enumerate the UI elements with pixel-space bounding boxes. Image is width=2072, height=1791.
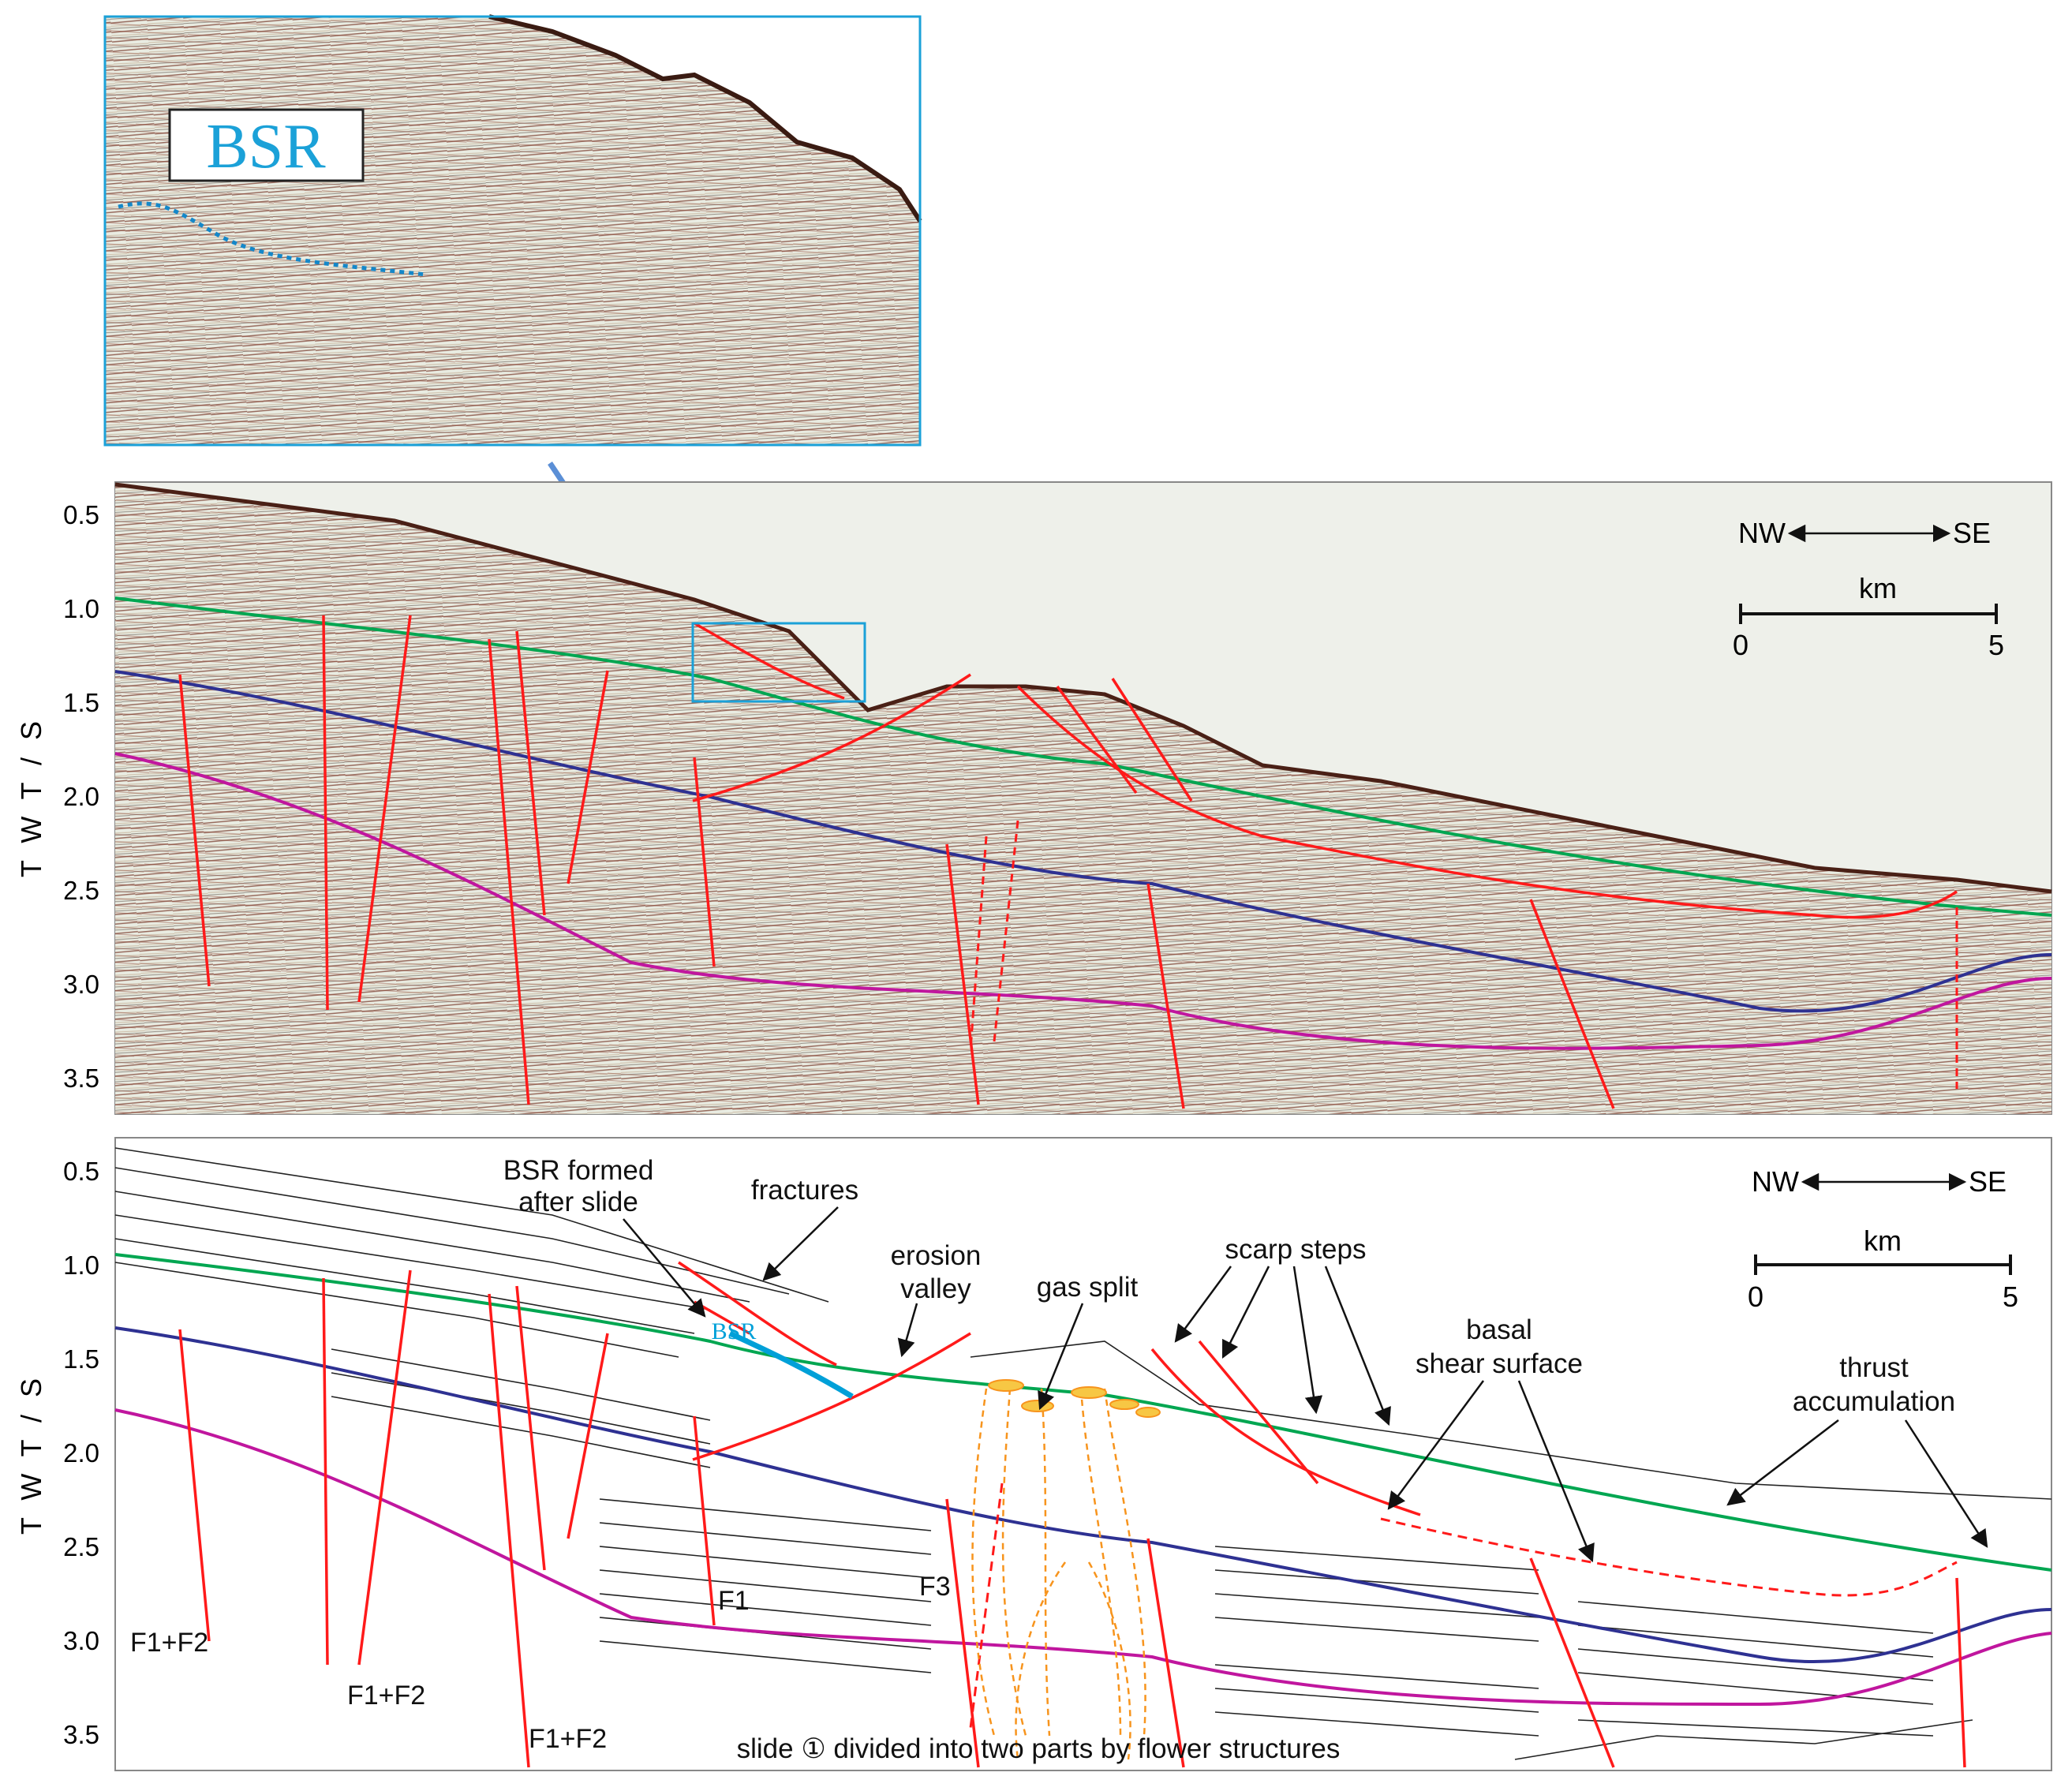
scale-unit: km bbox=[1859, 572, 1897, 604]
interp-scale-end: 5 bbox=[2003, 1281, 2018, 1313]
interp-tick: 0.5 bbox=[63, 1157, 99, 1186]
fault-labels: F1 F3 F1+F2 F1+F2 F1+F2 bbox=[130, 1572, 951, 1754]
bsr-line-interp bbox=[728, 1330, 854, 1400]
annotation-pointers bbox=[623, 1206, 1988, 1563]
direction-nw: NW bbox=[1738, 517, 1786, 549]
scale-start: 0 bbox=[1733, 629, 1748, 661]
basal-shear-surface bbox=[969, 1483, 1958, 1729]
interp-direction-indicator: NW SE bbox=[1752, 1165, 2007, 1198]
interpretation-panel: T W T / S 0.5 1.0 1.5 2.0 2.5 3.0 3.5 NW… bbox=[15, 1137, 2052, 1771]
annot-erosion-2: valley bbox=[900, 1273, 971, 1304]
seismic-tick: 2.5 bbox=[63, 876, 99, 905]
direction-se: SE bbox=[1953, 517, 1991, 549]
scale-end: 5 bbox=[1988, 629, 2004, 661]
magenta-horizon bbox=[114, 752, 2052, 1050]
seismic-y-axis: T W T / S 0.5 1.0 1.5 2.0 2.5 3.0 3.5 bbox=[15, 500, 99, 1093]
annot-bsr-small: BSR bbox=[712, 1318, 757, 1344]
annot-thrust-2: accumulation bbox=[1793, 1386, 1955, 1417]
seismic-scale-bar: km 0 5 bbox=[1733, 572, 2004, 661]
interpretation-y-axis: T W T / S 0.5 1.0 1.5 2.0 2.5 3.0 3.5 bbox=[15, 1157, 99, 1749]
inset-frame bbox=[103, 15, 922, 447]
seismic-y-label: T W T / S bbox=[15, 716, 47, 877]
blue-horizon bbox=[114, 670, 2052, 1013]
annot-basal-2: shear surface bbox=[1416, 1348, 1583, 1379]
interp-tick: 1.0 bbox=[63, 1251, 99, 1280]
fault-label-f1f2: F1+F2 bbox=[130, 1628, 208, 1658]
inset-seafloor bbox=[488, 14, 922, 222]
interp-y-label: T W T / S bbox=[15, 1374, 47, 1535]
interp-direction-se: SE bbox=[1969, 1165, 2007, 1198]
seismic-tick: 2.0 bbox=[63, 782, 99, 811]
interp-scale-start: 0 bbox=[1748, 1281, 1763, 1313]
interp-tick: 3.5 bbox=[63, 1720, 99, 1749]
interpretation-frame bbox=[114, 1137, 2052, 1771]
interp-tick: 3.0 bbox=[63, 1626, 99, 1655]
interp-tick: 1.5 bbox=[63, 1344, 99, 1374]
green-horizon bbox=[114, 596, 2052, 917]
seismic-tick: 1.0 bbox=[63, 594, 99, 623]
green-horizon-interp bbox=[114, 1253, 2052, 1572]
annot-basal-1: basal bbox=[1466, 1314, 1532, 1345]
gas-chimneys bbox=[971, 1388, 1146, 1760]
annot-thrust-1: thrust bbox=[1839, 1352, 1909, 1383]
annot-gas-split: gas split bbox=[1037, 1272, 1139, 1303]
annot-scarp-steps: scarp steps bbox=[1225, 1234, 1367, 1265]
annot-bsr-formed-1: BSR formed bbox=[503, 1155, 654, 1186]
seismic-direction-indicator: NW SE bbox=[1738, 517, 1991, 549]
seismic-tick: 1.5 bbox=[63, 688, 99, 717]
interp-scale-unit: km bbox=[1864, 1225, 1902, 1257]
annot-fractures: fractures bbox=[751, 1175, 858, 1206]
inset-bsr-line bbox=[118, 201, 427, 277]
annot-caption: slide ① divided into two parts by flower… bbox=[737, 1733, 1341, 1764]
fault-label-f1f2: F1+F2 bbox=[529, 1724, 607, 1754]
annot-erosion-1: erosion bbox=[891, 1240, 982, 1271]
seismic-panel: T W T / S 0.5 1.0 1.5 2.0 2.5 3.0 3.5 NW… bbox=[15, 481, 2052, 1115]
seismic-seafloor bbox=[114, 482, 2052, 894]
inset-label-box bbox=[168, 108, 365, 182]
fault-label-f1f2: F1+F2 bbox=[347, 1681, 425, 1711]
inset-bsr-label: BSR bbox=[206, 112, 326, 181]
interp-direction-nw: NW bbox=[1752, 1165, 1799, 1198]
interpreted-faults bbox=[178, 1261, 1966, 1768]
seismic-tick: 0.5 bbox=[63, 500, 99, 529]
interp-tick: 2.5 bbox=[63, 1532, 99, 1561]
interp-annotations: BSR formed after slide fractures erosion… bbox=[503, 1155, 1955, 1764]
annot-bsr-formed-2: after slide bbox=[518, 1187, 638, 1217]
inset-location-box bbox=[691, 622, 866, 703]
seismic-faults bbox=[178, 615, 1958, 1109]
seismic-tick: 3.0 bbox=[63, 970, 99, 999]
interp-tick: 2.0 bbox=[63, 1438, 99, 1468]
fault-label-f3: F3 bbox=[919, 1572, 951, 1602]
interp-scale-bar: km 0 5 bbox=[1748, 1225, 2018, 1313]
seismic-tick: 3.5 bbox=[63, 1064, 99, 1093]
fault-label-f1: F1 bbox=[718, 1586, 750, 1616]
stratal-lines bbox=[114, 1147, 2052, 1760]
blue-horizon-interp bbox=[114, 1326, 2052, 1664]
bsr-inset: BSR bbox=[103, 14, 922, 447]
